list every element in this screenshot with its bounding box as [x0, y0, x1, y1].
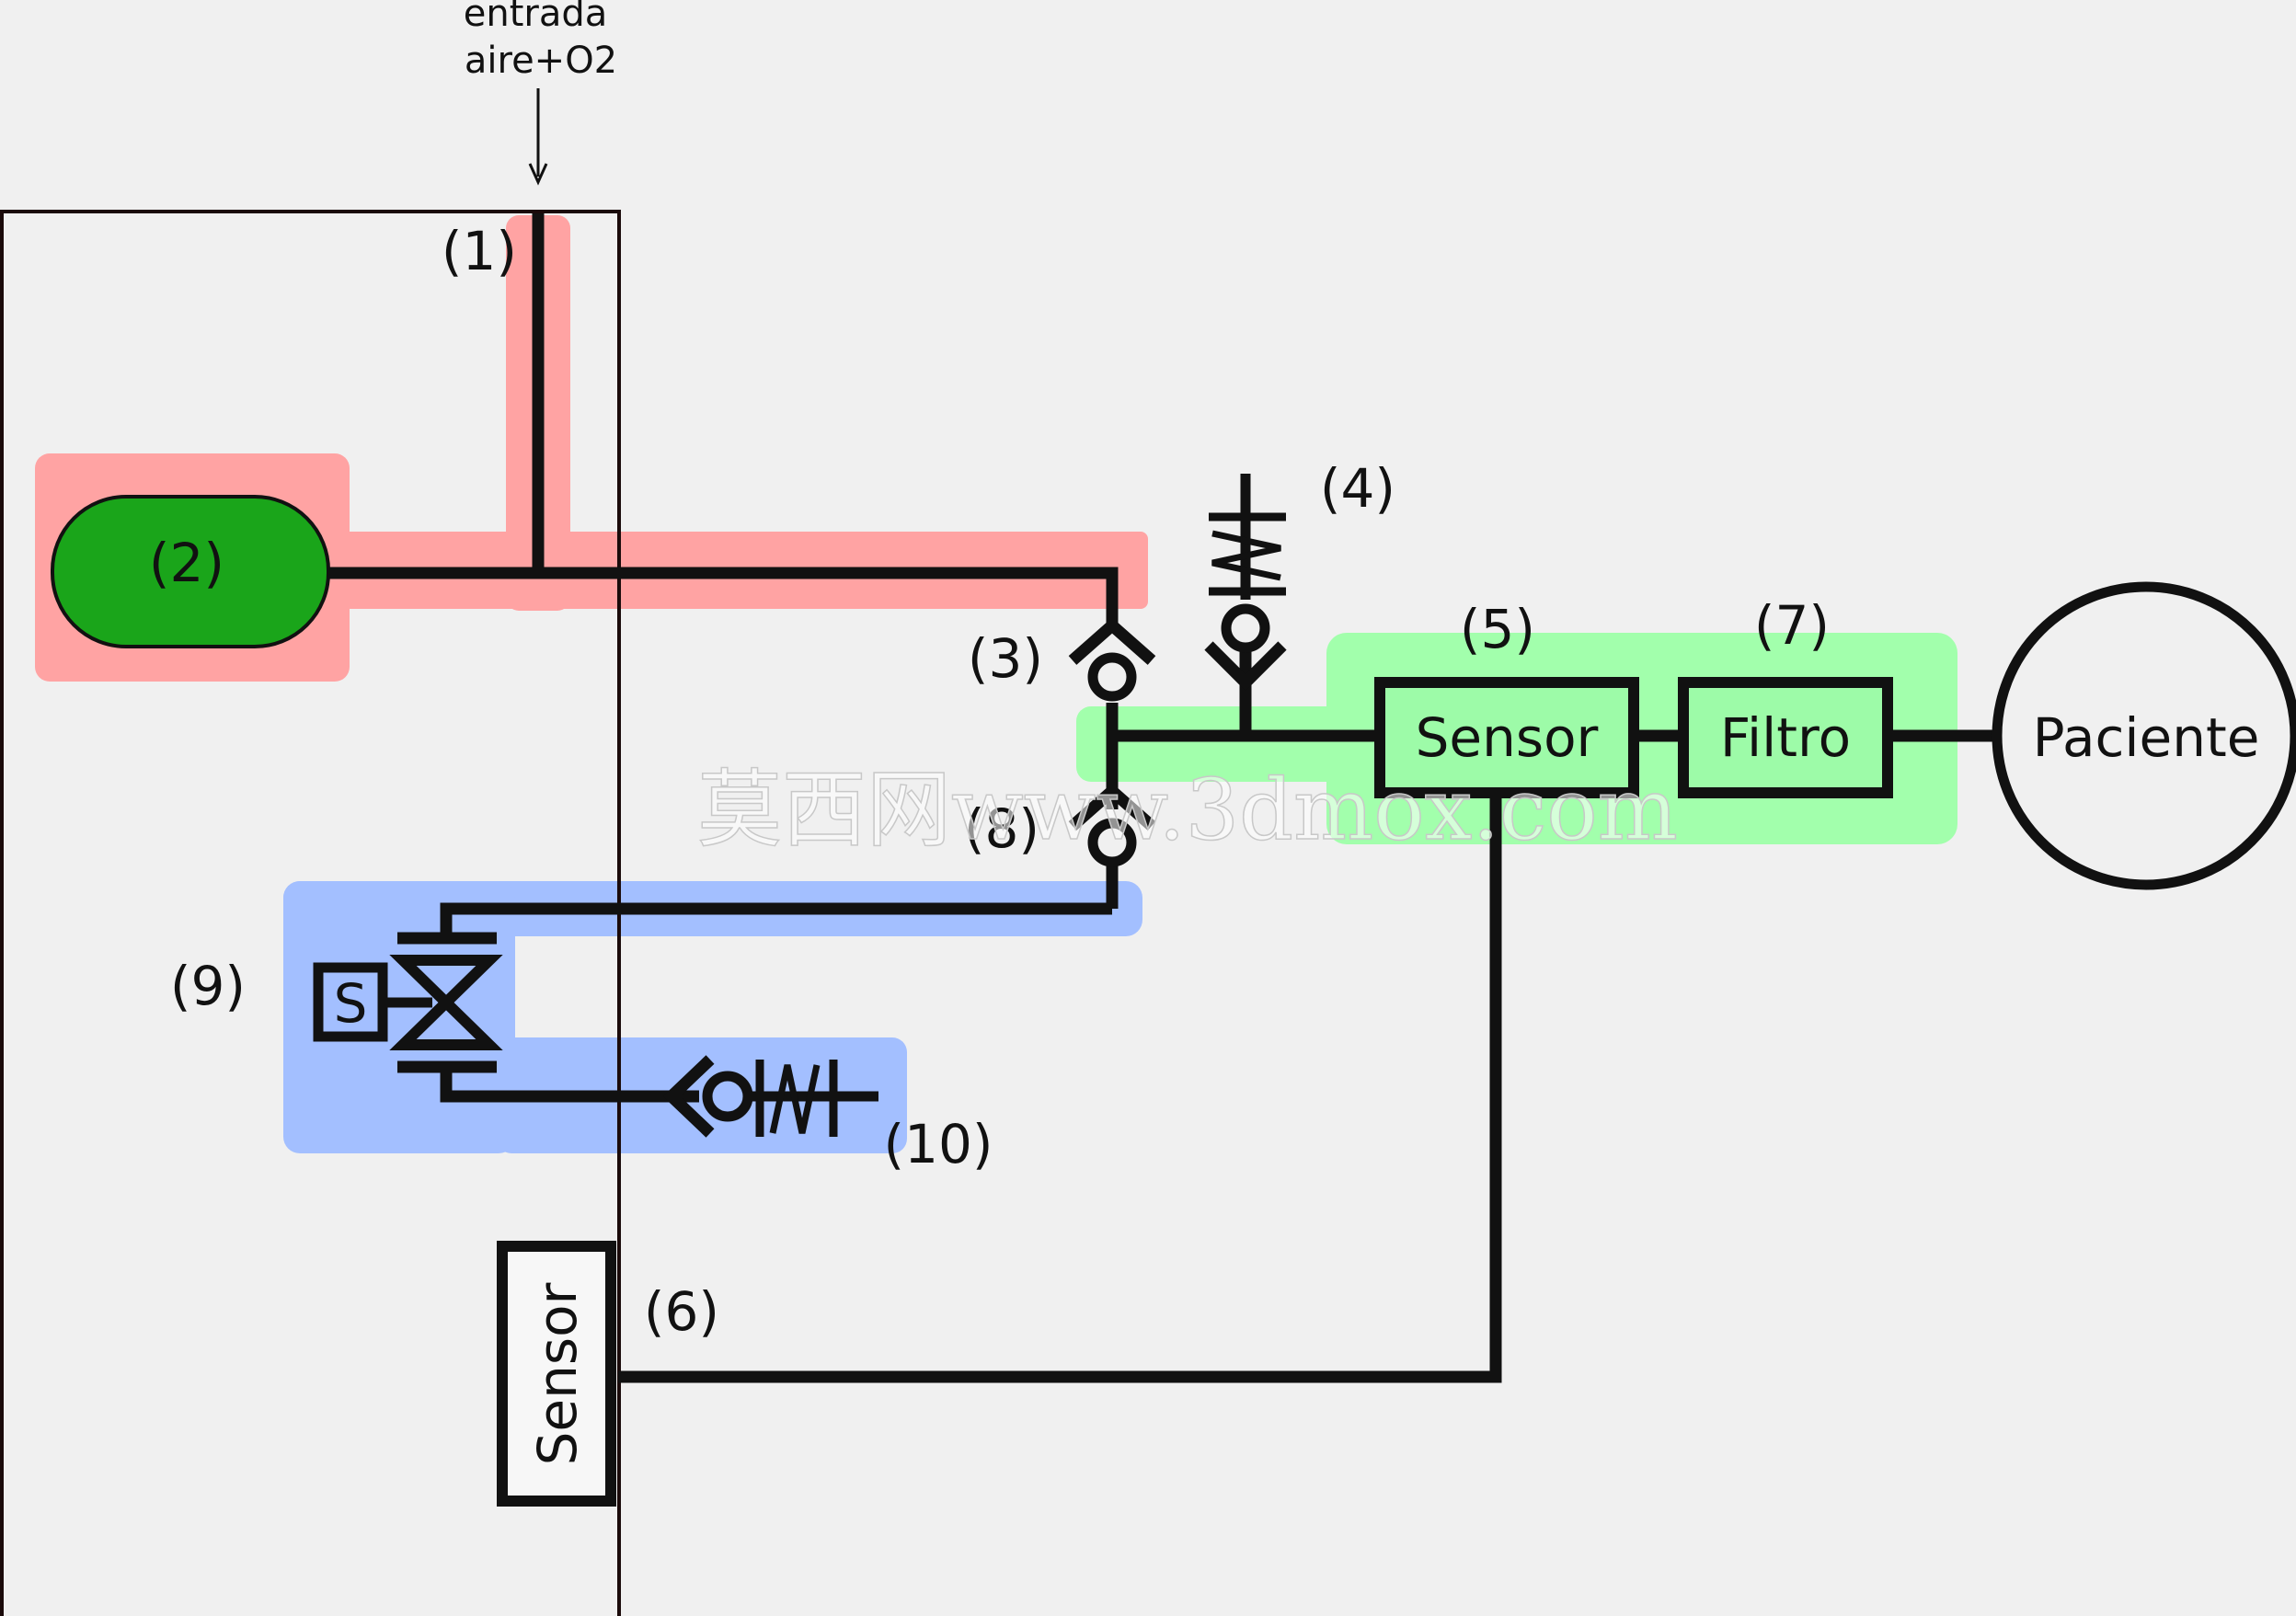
- label-3: (3): [968, 627, 1043, 690]
- label-4: (4): [1320, 457, 1395, 520]
- inlet-label-line1: entrada: [464, 0, 608, 35]
- sensor-box-main: [1374, 677, 1639, 798]
- filter-box: [1678, 677, 1893, 798]
- relief-valve-4: [1204, 474, 1287, 692]
- label-7: (7): [1754, 594, 1830, 657]
- patient-label: Paciente: [2033, 706, 2260, 769]
- device-enclosure: [0, 210, 621, 1616]
- sensor-box-side: [497, 1241, 616, 1507]
- solenoid-valve-9: [313, 932, 503, 1073]
- patient-circle: [1992, 581, 2296, 890]
- pipework: [322, 213, 1994, 1383]
- label-2: (2): [149, 532, 224, 594]
- label-10: (10): [883, 1113, 993, 1175]
- label-9: (9): [170, 955, 246, 1017]
- label-6: (6): [644, 1280, 719, 1343]
- label-5: (5): [1460, 598, 1535, 660]
- solenoid-label: S: [334, 972, 368, 1035]
- sensor-main-label: Sensor: [1416, 706, 1599, 769]
- label-1: (1): [442, 220, 517, 282]
- check-valve-8: [1068, 783, 1156, 867]
- reservoir: [51, 495, 330, 648]
- check-valve-3: [1068, 617, 1156, 702]
- sensor-side-label: Sensor: [526, 1282, 589, 1465]
- inlet-arrow: [528, 88, 548, 186]
- filter-label: Filtro: [1720, 706, 1851, 769]
- peep-valve-10: [662, 1055, 878, 1138]
- inlet-label-line2: aire+O2: [465, 40, 617, 82]
- watermark-text: 莫西网www.3dmox.com: [697, 761, 1678, 859]
- label-8: (8): [964, 797, 1039, 860]
